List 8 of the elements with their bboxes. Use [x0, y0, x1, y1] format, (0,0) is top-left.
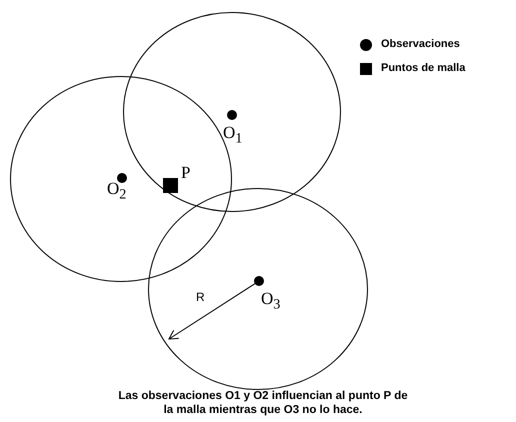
legend-label: Puntos de malla — [381, 63, 466, 74]
point-label: O$_{2}$ — [107, 180, 126, 202]
point-label: P — [181, 164, 190, 181]
point-label: O$_{1}$ — [223, 124, 242, 146]
legend-label: Observaciones — [381, 39, 460, 50]
caption: Las observaciones O1 y O2 influencian al punto P de la malla mientras que O3 no lo hace. — [118, 389, 408, 417]
dimension-label: R — [196, 291, 205, 303]
point-label: O$_{3}$ — [261, 290, 280, 312]
